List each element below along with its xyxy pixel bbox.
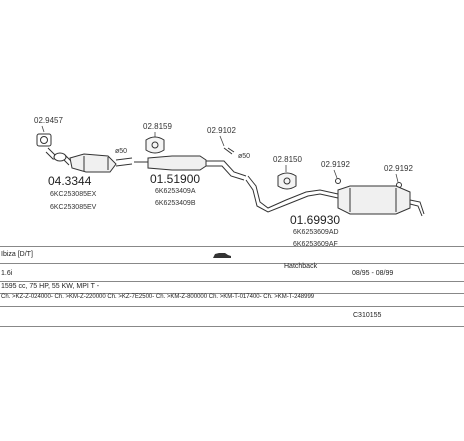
engine-size: 1.6i [1,270,13,277]
oem-number: 6K6253609AF [293,241,338,248]
front-pipe-catalyst-icon [45,147,133,173]
oem-number: 6K6253409A [155,188,196,195]
hanger-icon [335,178,341,184]
part-label-02-8159: 02.8159 [143,122,172,131]
engine-spec: 1595 cc, 75 HP, 55 KW, MPI T - [1,283,100,290]
part-label-02-8150: 02.8150 [273,155,302,164]
rear-silencer-icon [245,175,425,217]
part-label-02-9192: 02.9192 [384,164,413,173]
part-number-01-51900: 01.51900 [150,172,200,186]
part-label-02-9192: 02.9192 [321,160,350,169]
clamp-icon [145,136,165,154]
oem-number: 6KC253085EX [50,191,97,198]
oem-number: 6K6253409B [155,200,196,207]
model-name: Ibiza [D/T] [1,251,33,258]
oem-number: 6KC253085EV [50,204,97,211]
pipe-diameter-label: ø50 [115,148,127,155]
pipe-diameter-label: ø50 [238,153,250,160]
part-number-01-69930: 01.69930 [290,213,340,227]
hanger-icon [223,147,235,155]
reference-code: C310155 [353,312,382,319]
part-label-02-9457: 02.9457 [34,116,63,125]
middle-silencer-icon [134,155,247,181]
body-type: Hatchback [284,263,318,270]
part-number-04-3344: 04.3344 [48,174,92,188]
part-label-02-9102: 02.9102 [207,126,236,135]
clamp-icon [277,172,297,190]
oem-number: 6K6253609AD [293,229,339,236]
year-range: 08/95 - 08/99 [352,270,394,277]
car-icon [212,250,232,267]
chassis-numbers: Ch. >KZ-Z-024000- Ch. >KM-Z-220000 Ch. >… [1,294,315,300]
gasket-icon [36,133,52,147]
